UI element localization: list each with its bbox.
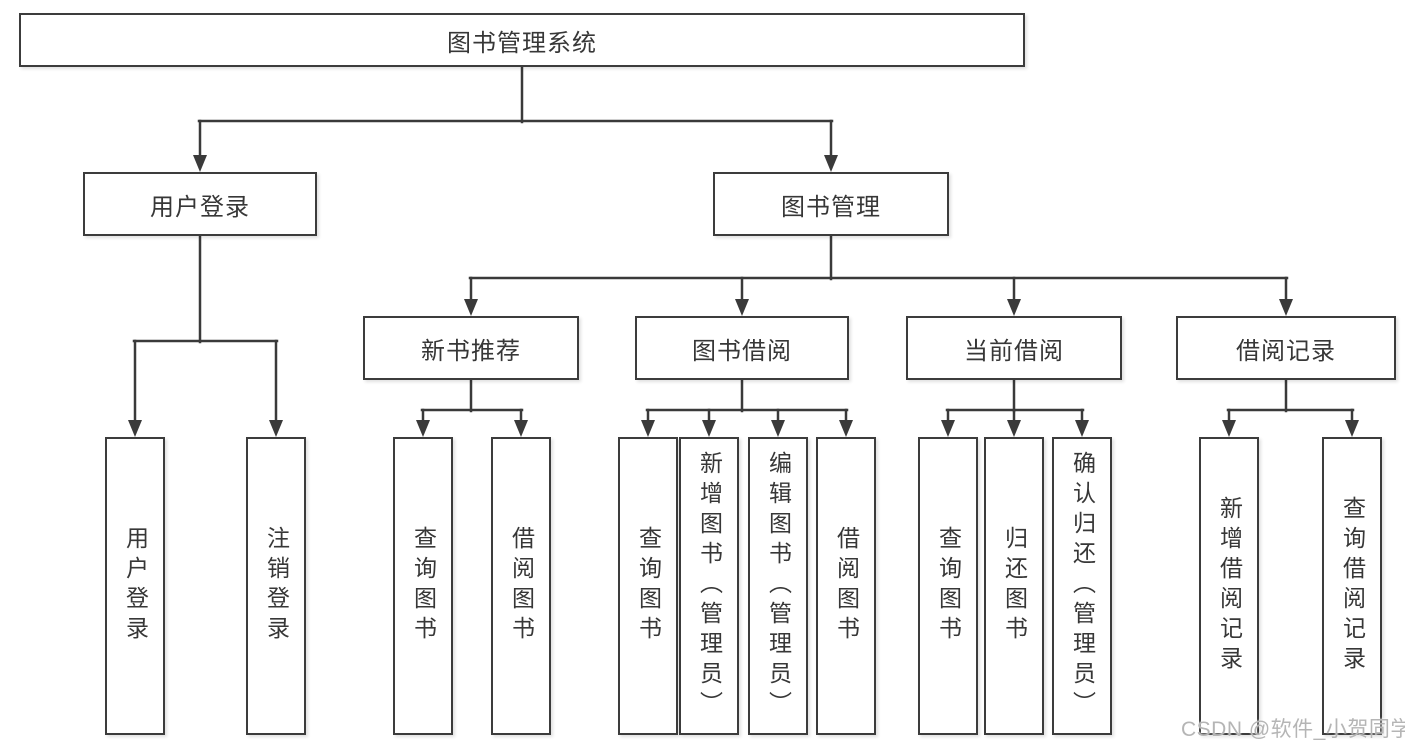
leaf-confirm-return-admin: 确认归还（管理员） (1052, 437, 1112, 735)
node-book-management: 图书管理 (713, 172, 949, 236)
node-library-management-system: 图书管理系统 (19, 13, 1025, 67)
leaf-logout: 注销登录 (246, 437, 306, 735)
node-book-borrow: 图书借阅 (635, 316, 849, 380)
leaf-user-login: 用户登录 (105, 437, 165, 735)
leaf-add-book-admin: 新增图书（管理员） (679, 437, 739, 735)
leaf-borrow-books: 借阅图书 (816, 437, 876, 735)
leaf-return-book: 归还图书 (984, 437, 1044, 735)
leaf-query-books-current: 查询图书 (918, 437, 978, 735)
node-current-borrow: 当前借阅 (906, 316, 1122, 380)
leaf-borrow-books-recommend: 借阅图书 (491, 437, 551, 735)
leaf-query-books-borrow: 查询图书 (618, 437, 678, 735)
node-user-login: 用户登录 (83, 172, 317, 236)
leaf-edit-book-admin: 编辑图书（管理员） (748, 437, 808, 735)
leaf-add-borrow-record: 新增借阅记录 (1199, 437, 1259, 735)
csdn-watermark: CSDN @软件_小贺同学 (1181, 718, 1405, 741)
leaf-query-books-recommend: 查询图书 (393, 437, 453, 735)
node-borrow-records: 借阅记录 (1176, 316, 1396, 380)
node-new-book-recommend: 新书推荐 (363, 316, 579, 380)
leaf-query-borrow-record: 查询借阅记录 (1322, 437, 1382, 735)
